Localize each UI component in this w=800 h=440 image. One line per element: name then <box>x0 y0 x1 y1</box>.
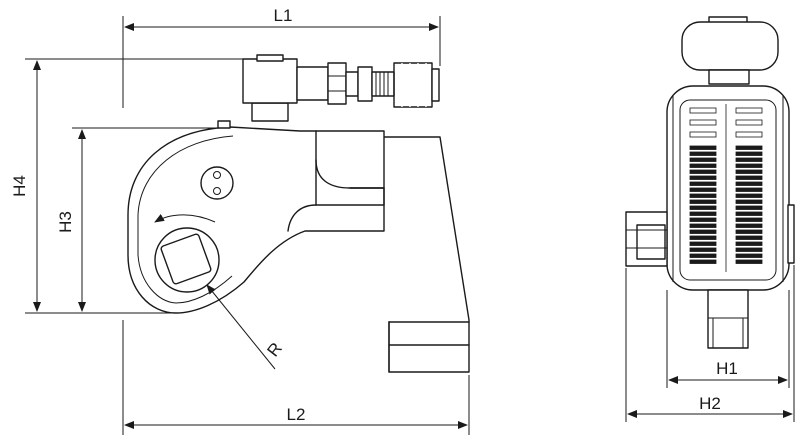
fin <box>689 259 717 264</box>
swivel-coupling <box>242 54 440 122</box>
fin <box>689 107 717 114</box>
fin <box>689 131 717 138</box>
side-view <box>127 54 470 373</box>
fin <box>689 217 717 222</box>
label-h2: H2 <box>699 394 721 413</box>
fin <box>735 229 763 234</box>
fin <box>689 199 717 204</box>
fin <box>689 229 717 234</box>
label-r: R <box>263 339 286 360</box>
reaction-arm <box>383 136 470 373</box>
fin <box>735 235 763 240</box>
fin <box>689 175 717 180</box>
fin <box>689 241 717 246</box>
fin <box>735 157 763 162</box>
dimensions <box>25 16 795 435</box>
label-h4: H4 <box>10 175 29 197</box>
fin <box>689 181 717 186</box>
fin <box>735 187 763 192</box>
label-h3: H3 <box>56 211 75 233</box>
fin <box>735 181 763 186</box>
label-l2: L2 <box>287 405 306 424</box>
fin <box>689 211 717 216</box>
fin <box>735 205 763 210</box>
fin <box>689 151 717 156</box>
fin <box>735 119 763 126</box>
fin <box>689 157 717 162</box>
fin <box>689 205 717 210</box>
label-h1: H1 <box>716 359 738 378</box>
fin <box>735 175 763 180</box>
fin <box>689 253 717 258</box>
fin <box>735 151 763 156</box>
fin <box>735 169 763 174</box>
fin <box>689 119 717 126</box>
fin <box>689 169 717 174</box>
square-drive <box>154 227 220 293</box>
fin <box>735 193 763 198</box>
fin <box>735 199 763 204</box>
fin <box>735 247 763 252</box>
end-view <box>625 16 795 349</box>
cooling-fins <box>689 104 763 272</box>
fin <box>735 107 763 114</box>
fin <box>689 187 717 192</box>
fin <box>735 253 763 258</box>
fin <box>735 241 763 246</box>
fin <box>735 217 763 222</box>
fin <box>689 193 717 198</box>
fin <box>689 163 717 168</box>
fin <box>735 211 763 216</box>
fin <box>689 223 717 228</box>
port-fitting <box>200 166 234 200</box>
fin <box>689 247 717 252</box>
fin <box>689 145 717 150</box>
fin <box>735 223 763 228</box>
fin <box>735 259 763 264</box>
fin <box>735 145 763 150</box>
fin <box>735 163 763 168</box>
fin <box>689 235 717 240</box>
fin <box>735 131 763 138</box>
body-housing <box>127 120 385 314</box>
label-l1: L1 <box>274 6 293 25</box>
